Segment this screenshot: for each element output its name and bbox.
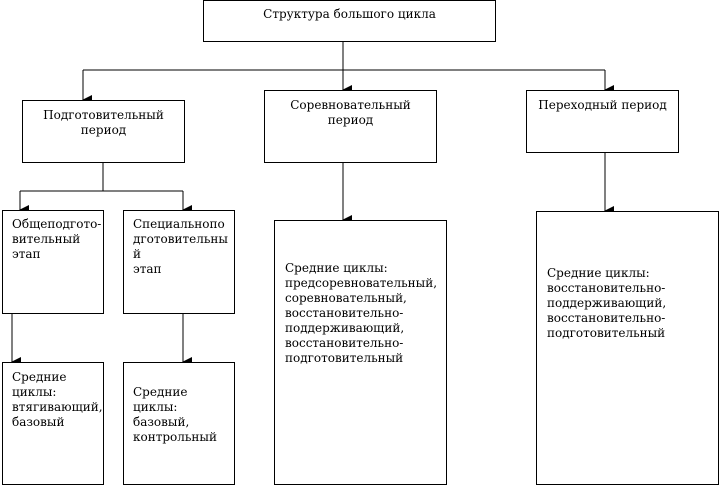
special-stage-box: Специальноподготовительный этап: [123, 210, 235, 314]
general-stage-label: Общеподгото- вительный этап: [12, 217, 102, 261]
transition-cycles-box: Средние циклы: восстановительно- поддерж…: [536, 211, 719, 485]
general-cycles-box: Средние циклы: втягивающий, базовый: [2, 362, 104, 485]
competitive-cycles-box: Средние циклы: предсоревновательный, сор…: [274, 220, 447, 485]
special-stage-label: Специальноподготовительный этап: [133, 217, 228, 276]
transition-cycles-label: Средние циклы: восстановительно- поддерж…: [547, 266, 667, 340]
competitive-period-label: Соревновательный период: [290, 98, 411, 127]
preparatory-period-label: Подготовительный период: [43, 108, 164, 137]
competitive-cycles-label: Средние циклы: предсоревновательный, сор…: [285, 261, 438, 365]
preparatory-period-box: Подготовительный период: [22, 100, 185, 163]
general-stage-box: Общеподгото- вительный этап: [2, 210, 104, 314]
special-cycles-label: Средние циклы: базовый, контрольный: [133, 385, 217, 444]
general-cycles-label: Средние циклы: втягивающий, базовый: [12, 370, 103, 429]
competitive-period-box: Соревновательный период: [264, 90, 437, 163]
transition-period-label: Переходный период: [538, 98, 667, 112]
root-box: Структура большого цикла: [203, 0, 496, 42]
root-label: Структура большого цикла: [263, 7, 436, 21]
transition-period-box: Переходный период: [526, 90, 679, 153]
special-cycles-box: Средние циклы: базовый, контрольный: [123, 362, 235, 485]
